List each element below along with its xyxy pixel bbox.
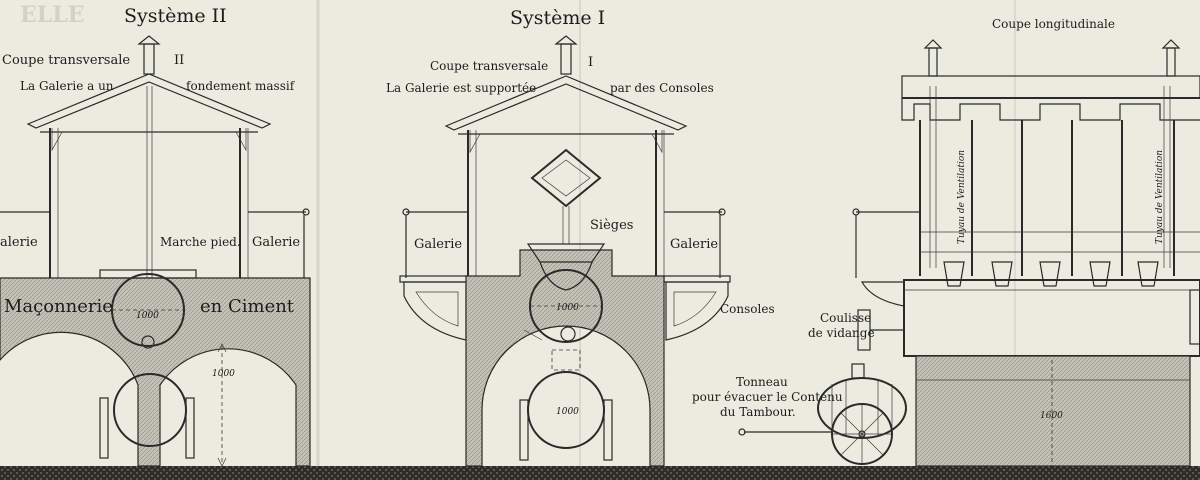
sys1-galerie-left: Galerie: [414, 237, 462, 252]
sys2-dim-height: 1000: [212, 369, 235, 379]
sys1-title: Système I: [510, 7, 605, 29]
sys1-roman: I: [588, 55, 593, 70]
long-vent-left: Tuyau de Ventilation: [957, 150, 967, 244]
sys1-sieges: Sièges: [590, 218, 633, 233]
system-one-section: [399, 35, 731, 467]
sys1-dim-tank: 1000: [556, 303, 579, 313]
sys1-consoles: Consoles: [720, 302, 775, 316]
sys1-coupe: Coupe transversale: [430, 59, 548, 73]
ground-strip: [0, 466, 1200, 480]
long-title: Coupe longitudinale: [992, 17, 1115, 31]
sys2-marche: Marche pied.: [160, 235, 241, 249]
sys2-desc-right: fondement massif: [186, 79, 296, 93]
sys1-desc-left: La Galerie est supportée: [386, 81, 536, 95]
sys2-galerie-right: Galerie: [252, 235, 300, 250]
long-coulisse-1: Coulisse: [820, 311, 871, 325]
barrel-cart: [738, 363, 907, 465]
long-vent-right: Tuyau de Ventilation: [1155, 150, 1165, 244]
sys2-title: Système II: [124, 5, 227, 27]
sys1-dim-barrel: 1000: [556, 407, 579, 417]
sys2-galerie-left: alerie: [0, 235, 38, 250]
seat-row: [943, 261, 1159, 287]
roof-fringe: [901, 98, 1200, 121]
longitudinal-section: [738, 39, 1200, 467]
sys2-maconnerie: Maçonnerie: [4, 296, 113, 317]
sys2-desc-left: La Galerie a un: [20, 79, 114, 93]
system-two-section: [0, 35, 311, 467]
sys1-galerie-right: Galerie: [670, 237, 718, 252]
long-tonneau-2: pour évacuer le Contenu: [692, 390, 843, 404]
long-tonneau-1: Tonneau: [736, 375, 788, 389]
long-coulisse-2: de vidange: [808, 326, 875, 340]
sys1-desc-right: par des Consoles: [610, 81, 714, 95]
long-dim: 1600: [1040, 411, 1063, 421]
sys2-dim-tank: 1000: [136, 311, 159, 321]
sys2-roman: II: [174, 53, 184, 68]
sys2-ciment: en Ciment: [200, 296, 295, 317]
long-tonneau-3: du Tambour.: [720, 405, 796, 419]
faded-title: ELLE: [20, 2, 84, 28]
sys2-coupe: Coupe transversale: [2, 53, 130, 68]
